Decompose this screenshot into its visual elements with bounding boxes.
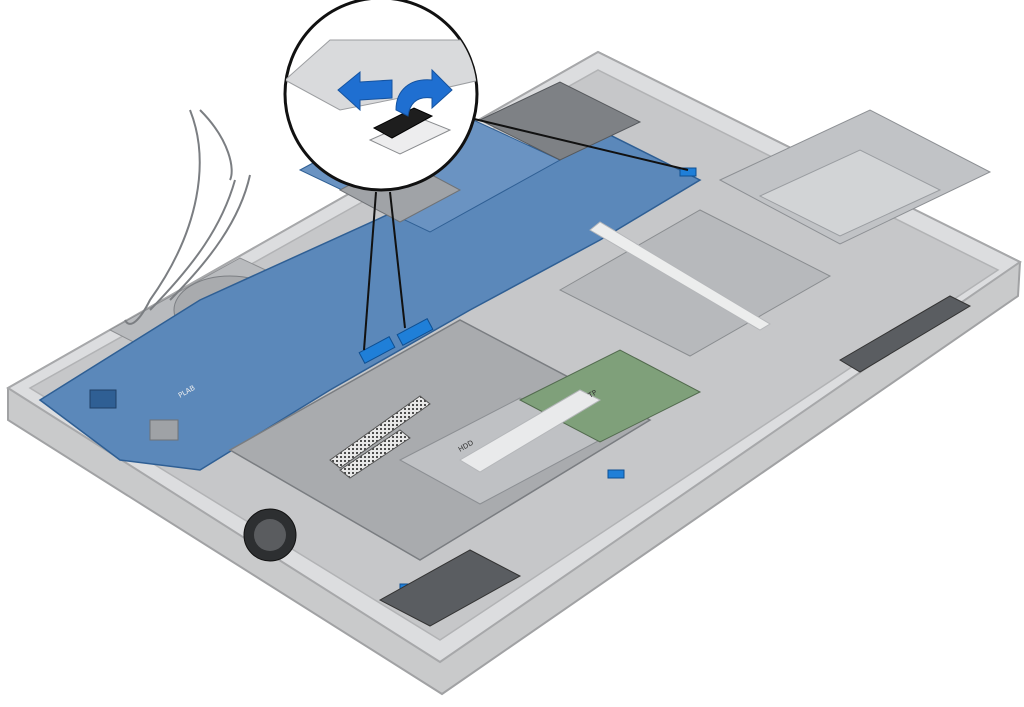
speaker-right [839,295,972,373]
connector-latch-closeup [372,107,434,139]
ribbon-cable-1 [459,389,602,473]
connector-3 [679,167,697,177]
antenna-cables [124,109,251,325]
port-chip [89,389,117,409]
callout-magnifier [283,0,479,192]
memory-chip [149,419,179,441]
curved-arrow-icon [395,68,453,117]
touchpad-board [459,221,771,473]
ribbon-cable-closeup [285,39,477,111]
connector-4 [607,469,625,479]
connector-2 [396,318,434,346]
arrow-left-icon [337,70,393,112]
board-connectors [358,167,697,593]
speaker-label: TP [586,389,598,401]
heatsink-plate [478,81,642,161]
motherboard-pcb [38,119,702,471]
ribbon-cable-2 [589,221,771,331]
callout-leaders [363,117,689,351]
connector-1 [358,336,396,364]
mesh-cable [329,395,431,469]
speaker-left [378,549,522,627]
